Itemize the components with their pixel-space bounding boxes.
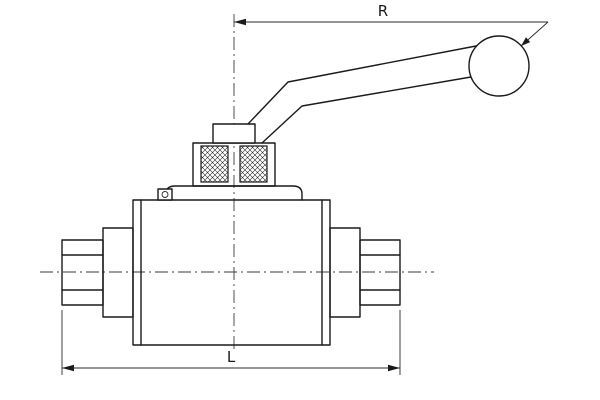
body-block	[132, 199, 331, 346]
valve-body	[132, 185, 331, 346]
l-dimension-label: L	[227, 348, 236, 366]
handle-lower-edge	[261, 76, 472, 144]
left-hex-fitting	[61, 239, 104, 306]
body-plug-detail	[157, 188, 173, 201]
packing-gland-left-section	[200, 145, 229, 183]
dimension-r: R	[234, 2, 549, 47]
body-plug-circle	[161, 191, 169, 198]
r-arrow-ball	[521, 37, 531, 46]
stem-nut	[212, 123, 256, 144]
handle-upper-edge	[247, 45, 477, 125]
right-port	[329, 227, 401, 318]
stem-assembly	[192, 123, 276, 187]
centerlines	[40, 14, 434, 352]
r-dimension-label: R	[378, 2, 388, 20]
left-connector	[102, 227, 134, 318]
r-arrow-left	[234, 18, 246, 26]
left-port	[61, 227, 134, 318]
l-arrow-left	[62, 364, 74, 372]
handle-ball	[468, 35, 530, 97]
packing-gland-right-section	[239, 145, 268, 183]
l-arrow-right	[388, 364, 400, 372]
dimension-l: L	[61, 310, 401, 375]
right-hex-fitting	[359, 239, 401, 306]
handle	[247, 35, 530, 144]
right-connector	[329, 227, 361, 318]
